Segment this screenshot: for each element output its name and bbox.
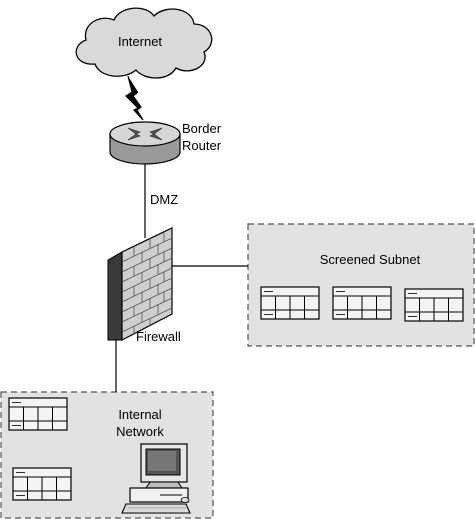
dmz-label: DMZ [150,192,178,207]
brick-wall-icon [107,227,173,341]
lightning-bolt-icon [125,75,144,121]
screened-subnet-zone [247,223,475,347]
screened-subnet-label: Screened Subnet [320,252,421,267]
internal-network-label-line2: Network [116,424,164,439]
router-icon [109,121,181,165]
internet-label: Internet [118,34,162,49]
server-rack-icon [404,288,464,322]
router-label-line1: Border [182,121,222,136]
desktop-computer-icon [121,443,191,514]
server-rack-icon [332,286,392,320]
server-rack-icon [8,397,68,431]
server-rack-icon [12,467,72,501]
firewall-label: Firewall [136,329,181,344]
server-rack-icon [260,286,320,320]
cloud-icon [75,7,213,79]
internal-network-label-line1: Internal [118,407,161,422]
router-label-line2: Router [182,138,222,153]
